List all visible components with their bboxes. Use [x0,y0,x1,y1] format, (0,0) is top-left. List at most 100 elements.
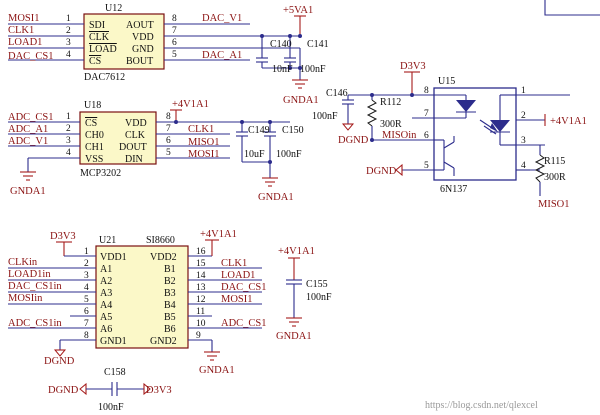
u15-part: 6N137 [440,184,467,195]
u18-pin-cs: CS [85,118,97,129]
u18-block: U18 MCP3202 ADC_CS1 ADC_A1 ADC_V1 1 2 3 … [8,99,304,203]
u18-net-mosi1: MOSI1 [188,149,220,160]
u18-pinno-6: 6 [166,136,171,146]
c158-left-net: DGND [48,385,79,396]
u21-pinno-5: 5 [84,295,89,305]
u15-r112-ref: R112 [380,97,401,108]
u21-pin-a6: A6 [100,324,112,335]
u18-ground-left-label: GNDA1 [10,186,46,197]
u21-pin-b1: B1 [164,264,176,275]
c155-ground-symbol [286,317,302,327]
c158-ref: C158 [104,367,126,378]
u18-net-adc-cs1: ADC_CS1 [8,112,54,123]
u12-chip[interactable] [83,13,165,70]
u18-pinno-3: 3 [66,136,71,146]
u21-pinno-1: 1 [84,247,89,257]
c158-value: 100nF [98,402,124,413]
u18-pinno-7: 7 [166,124,171,134]
u21-net-clk1: CLK1 [221,258,247,269]
c158-block: C158 DGND D3V3 100nF [48,367,172,413]
u18-pinno-2: 2 [66,124,71,134]
u12-net-dac-v1: DAC_V1 [202,13,242,24]
u21-ref: U21 [99,235,116,246]
u15-pinno-6: 6 [424,131,429,141]
u12-net-clk1: CLK1 [8,25,34,36]
u21-pinno-4: 4 [84,283,89,293]
u21-supply-left-label: D3V3 [50,231,76,242]
u21-pinno-6: 6 [84,307,89,317]
u15-chip[interactable] [433,87,517,181]
u15-pinno-1: 1 [521,86,526,96]
u21-pin-a3: A3 [100,288,112,299]
u15-diode-icon [456,100,476,112]
u18-pin-dout: DOUT [119,142,147,153]
u15-supply-label: D3V3 [400,61,426,72]
u18-pin-ch1: CH1 [85,142,104,153]
u21-pin-b6: B6 [164,324,176,335]
u15-cap-ground-label: DGND [338,135,369,146]
u18-part: MCP3202 [80,168,121,179]
u15-r112-value: 300R [380,119,402,130]
u15-pinno-2: 2 [521,111,526,121]
u21-chip[interactable] [95,245,189,349]
u18-c149-ref: C149 [248,125,270,136]
u18-power-label: +4V1A1 [172,99,209,110]
c155-power-label: +4V1A1 [278,246,315,257]
watermark: https://blog.csdn.net/qlexcel [425,400,538,411]
u21-ground-left-symbol [53,349,67,357]
u21-supply-right-label: +4V1A1 [200,229,237,240]
u12-part: DAC7612 [84,72,125,83]
u21-part: SI8660 [146,235,175,246]
u12-net-dac-cs1: DAC_CS1 [8,51,54,62]
u12-pin-vdd: VDD [132,32,154,43]
u18-ref: U18 [84,100,101,111]
u21-pin-b2: B2 [164,276,176,287]
u15-cap-ground-symbol [341,123,355,131]
u12-pin-sdi: SDI [89,20,105,31]
u12-pinno-4: 4 [66,50,71,60]
u18-net-clk1: CLK1 [188,124,214,135]
u21-ground-right-label: GNDA1 [199,365,235,376]
u21-pin-gnd2: GND2 [150,336,177,347]
c158-right-net: D3V3 [146,385,172,396]
u18-net-adc-v1: ADC_V1 [8,136,48,147]
u15-pinno-5: 5 [424,161,429,171]
u12-pin-bout: BOUT [126,56,153,67]
u15-c146-ref: C146 [326,88,348,99]
u15-ground-symbol [395,163,403,177]
u15-r115-ref: R115 [544,156,565,167]
u18-ground-right-symbol [262,177,278,187]
u12-pinno-1: 1 [66,14,71,24]
u21-net-load1: LOAD1 [221,270,255,281]
u21-pin-a1: A1 [100,264,112,275]
u21-pin-vdd2: VDD2 [150,252,177,263]
u15-c146-value: 100nF [312,111,338,122]
u12-pin-clk: CLK [89,32,110,43]
u15-net-misoin: MISOin [382,130,417,141]
u21-pinno-15: 15 [196,259,206,269]
u12-ground-symbol [292,79,308,89]
u21-ground-right-symbol [204,351,220,361]
u21-pinno-3: 3 [84,271,89,281]
c155-value: 100nF [306,292,332,303]
u12-c140-ref: C140 [270,39,292,50]
u12-c141-ref: C141 [307,39,329,50]
u12-pin-aout: AOUT [126,20,154,31]
u21-pinno-10: 10 [196,319,206,329]
c155-block: +4V1A1 C155 100nF GNDA1 [276,246,332,342]
u18-chip[interactable] [79,111,157,165]
u21-net-clkin: CLKin [8,257,38,268]
u21-pinno-13: 13 [196,283,206,293]
u18-pin-vss: VSS [85,154,103,165]
u21-pin-a4: A4 [100,300,112,311]
u21-net-load1in: LOAD1in [8,269,51,280]
u12-c140-value: 10nF [272,64,293,75]
u15-pinno-4: 4 [521,161,526,171]
u12-pinno-7: 7 [172,26,177,36]
u21-pinno-8: 8 [84,331,89,341]
u21-pinno-9: 9 [196,331,201,341]
u18-ground-left-symbol [20,171,36,181]
u18-c149-value: 10uF [244,149,265,160]
u18-net-adc-a1: ADC_A1 [8,124,48,135]
